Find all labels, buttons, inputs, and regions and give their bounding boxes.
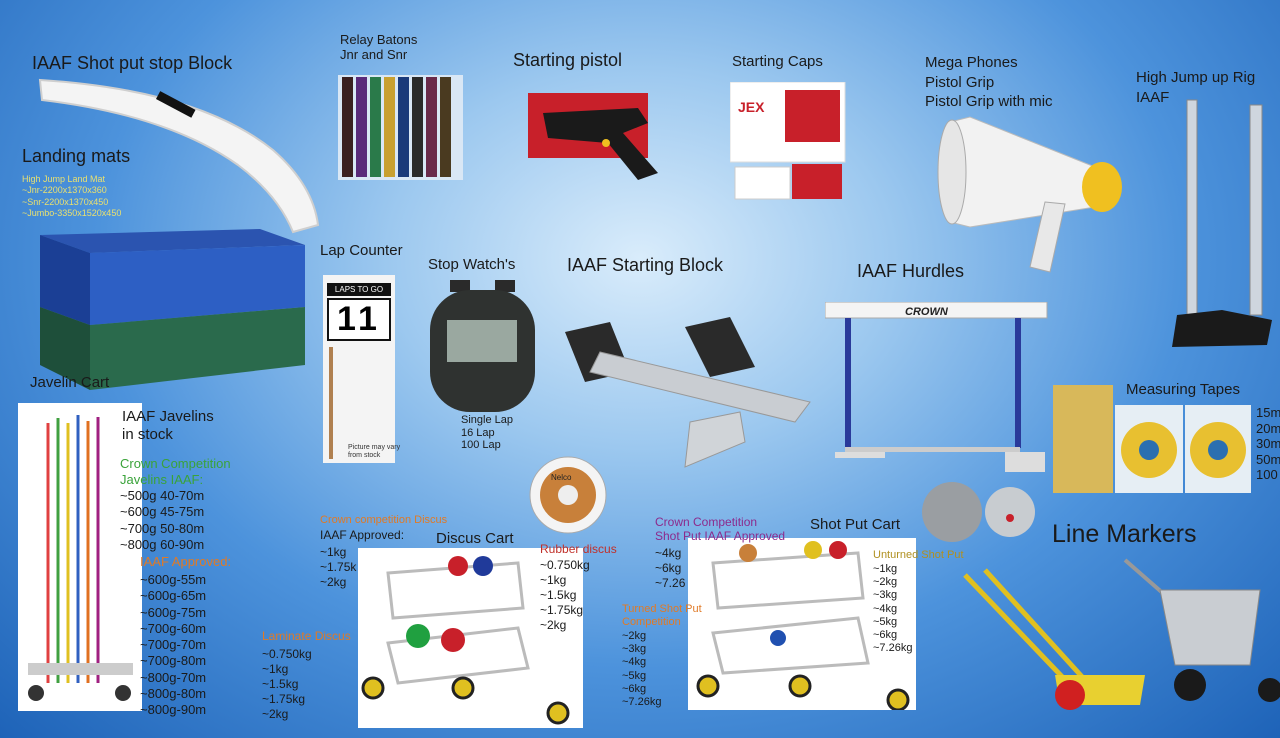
heading-shot-put-cart: Shot Put Cart <box>810 516 901 533</box>
discus-iaaf-title: IAAF Approved: <box>320 528 405 542</box>
heading-relay-batons: Relay Batons Jnr and Snr <box>340 32 418 62</box>
discus-laminate-list: ~0.750kg ~1kg ~1.5kg ~1.75kg ~2kg <box>262 647 312 721</box>
measuring-tapes-image <box>1053 385 1251 493</box>
megaphone-image <box>937 116 1122 273</box>
javelin-crown-title: Crown Competition Javelins IAAF: <box>120 456 231 487</box>
heading-starting-block: IAAF Starting Block <box>567 255 724 275</box>
stopwatch-spec: Single Lap 16 Lap 100 Lap <box>461 414 513 452</box>
discus-rubber-title: Rubber discus <box>540 542 617 556</box>
discus-iaaf-list: ~1kg ~1.75k ~2kg <box>320 545 357 589</box>
landing-mat-spec: High Jump Land Mat ~Jnr-2200x1370x360 ~S… <box>22 174 122 218</box>
shot-crown-title: Crown Competition Shot Put IAAF Approved <box>655 515 786 544</box>
lap-counter-note: Picture may vary from stock <box>348 444 401 460</box>
shot-unturned-title: Unturned Shot Put <box>873 549 964 561</box>
relay-batons-image <box>338 75 463 180</box>
jex-logo: JEX <box>738 99 765 115</box>
discus-crown-title: Crown competition Discus <box>320 514 448 526</box>
heading-discus-cart: Discus Cart <box>436 530 514 547</box>
heading-iaaf-javelins: IAAF Javelins in stock <box>122 408 214 443</box>
heading-starting-pistol: Starting pistol <box>513 50 623 70</box>
starting-block-image <box>565 317 811 468</box>
heading-stop-watch: Stop Watch's <box>428 256 516 273</box>
shot-crown-list: ~4kg ~6kg ~7.26 <box>655 546 686 590</box>
starting-pistol-image <box>528 93 658 180</box>
discus-image: Nelco <box>529 456 607 534</box>
crown-logo-hurdle: CROWN <box>905 306 949 318</box>
lap-card-label: LAPS TO GO <box>327 283 391 296</box>
heading-high-jump-rig: High Jump up Rig IAAF <box>1136 69 1256 106</box>
javelin-approved-title: IAAF Approved: <box>140 554 232 569</box>
javelin-cart-image <box>18 403 142 711</box>
heading-shot-put-stop-block: IAAF Shot put stop Block <box>32 53 233 73</box>
javelin-approved-list: ~600g-55m ~600g-65m ~600g-75m ~700g-60m … <box>140 572 207 717</box>
hurdles-image: CROWN <box>825 302 1048 472</box>
heading-lap-counter: Lap Counter <box>320 242 403 259</box>
heading-starting-caps: Starting Caps <box>732 53 823 70</box>
discus-cart-image <box>358 548 583 728</box>
shot-put-stop-block-image <box>38 78 320 234</box>
heading-measuring-tapes: Measuring Tapes <box>1126 381 1240 398</box>
tape-lengths: 15m 20m 30m 50m 100 <box>1256 405 1280 483</box>
starting-caps-image: JEX <box>730 82 846 200</box>
javelin-crown-list: ~500g 40-70m ~600g 45-75m ~700g 50-80m ~… <box>120 488 205 552</box>
heading-line-markers: Line Markers <box>1052 520 1197 548</box>
shot-turned-title: Turned Shot Put Competition <box>622 603 702 629</box>
high-jump-rig-image <box>1172 99 1272 347</box>
discus-rubber-list: ~0.750kg ~1kg ~1.5kg ~1.75kg ~2kg <box>540 558 590 632</box>
shot-unturned-list: ~1kg ~2kg ~3kg ~4kg ~5kg ~6kg ~7.26kg <box>873 563 913 655</box>
lap-counter-image: LAPS TO GO 11 <box>323 275 395 463</box>
line-markers-image <box>963 558 1280 710</box>
heading-mega-phones: Mega Phones Pistol Grip Pistol Grip with… <box>925 54 1053 110</box>
heading-landing-mats: Landing mats <box>22 146 131 166</box>
nelco-logo: Nelco <box>551 473 572 482</box>
shot-turned-list: ~2kg ~3kg ~4kg ~5kg ~6kg ~7.26kg <box>622 630 662 708</box>
stopwatch-image <box>430 280 535 412</box>
lap-card-digits: 11 <box>327 298 391 341</box>
discus-laminate-title: Laminate Discus <box>262 629 351 643</box>
shot-put-cart-image <box>688 538 916 710</box>
landing-mat-image <box>40 229 305 390</box>
shot-put-balls-image <box>922 482 1035 542</box>
heading-hurdles: IAAF Hurdles <box>857 261 965 281</box>
heading-javelin-cart: Javelin Cart <box>30 374 110 391</box>
